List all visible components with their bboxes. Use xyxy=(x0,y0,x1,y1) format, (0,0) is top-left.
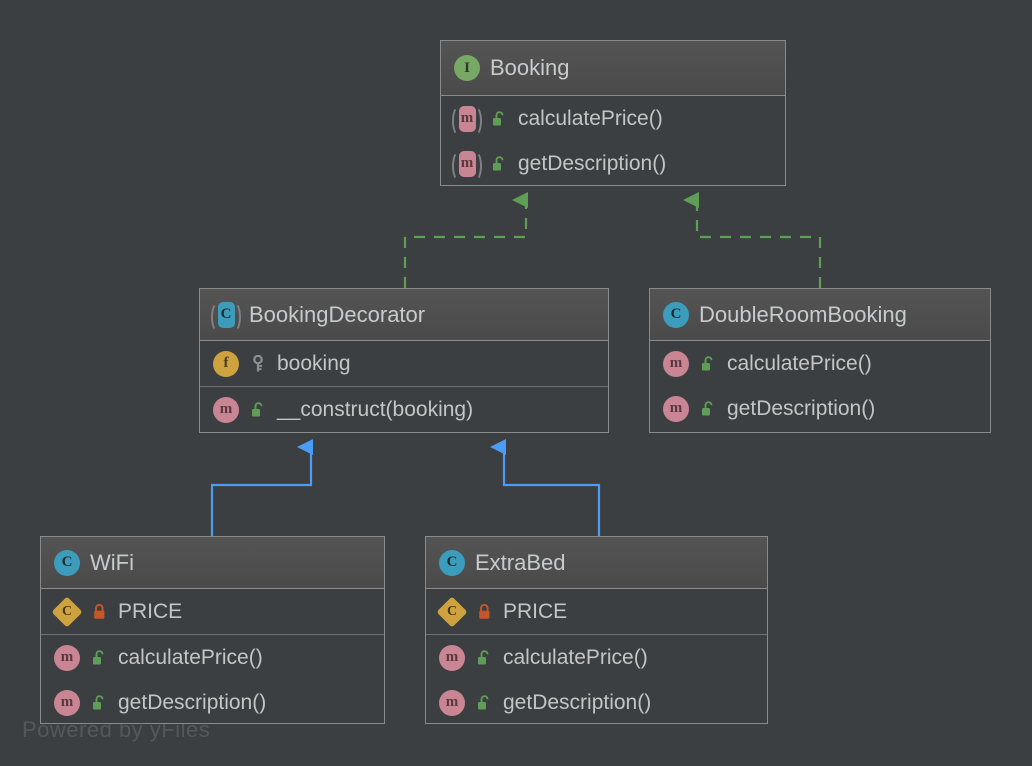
uml-class-header: I Booking xyxy=(441,41,785,96)
interface-icon: I xyxy=(453,54,481,82)
uml-member-label: getDescription() xyxy=(503,690,652,714)
unlock-icon xyxy=(489,152,509,176)
method-icon: m xyxy=(212,396,240,424)
uml-fields-section: f booking xyxy=(200,341,608,387)
edge-decorator-implements-booking xyxy=(403,192,528,288)
uml-class-name: Booking xyxy=(490,55,570,80)
method-icon: m xyxy=(438,689,466,717)
uml-member-label: PRICE xyxy=(118,599,183,623)
uml-constants-section: C PRICE xyxy=(426,589,767,635)
uml-member-row[interactable]: m calculatePrice() xyxy=(41,635,384,680)
method-icon: m xyxy=(53,644,81,672)
uml-constants-section: C PRICE xyxy=(41,589,384,635)
unlock-icon xyxy=(474,646,494,670)
unlock-icon xyxy=(474,691,494,715)
uml-member-label: getDescription() xyxy=(518,151,667,175)
uml-methods-section: m calculatePrice() m getDescription() xyxy=(41,635,384,725)
uml-class-name: DoubleRoomBooking xyxy=(699,301,907,327)
edge-wifi-extends-decorator xyxy=(210,439,313,536)
uml-class-header: C WiFi xyxy=(41,537,384,589)
uml-class-name: BookingDecorator xyxy=(249,301,426,327)
uml-class-name: ExtraBed xyxy=(475,549,566,575)
uml-class-name: WiFi xyxy=(90,549,134,575)
abstract-class-icon: C xyxy=(211,301,241,332)
uml-member-row[interactable]: f booking xyxy=(200,341,608,386)
uml-member-label: calculatePrice() xyxy=(727,351,872,375)
uml-class-wifi[interactable]: C WiFi C PRICE m xyxy=(40,536,385,724)
unlock-icon xyxy=(489,107,509,131)
uml-member-row[interactable]: m __construct(booking) xyxy=(200,387,608,432)
uml-class-booking-decorator[interactable]: C BookingDecorator f booking m xyxy=(199,288,609,433)
uml-member-row[interactable]: m calculatePrice() xyxy=(426,635,767,680)
uml-class-header: C BookingDecorator xyxy=(200,289,608,341)
uml-member-row[interactable]: m getDescription() xyxy=(441,141,785,186)
lock-icon xyxy=(474,600,494,624)
uml-member-row[interactable]: m getDescription() xyxy=(650,386,990,431)
constant-icon: C xyxy=(51,595,83,628)
uml-member-label: calculatePrice() xyxy=(118,645,263,669)
uml-member-label: __construct(booking) xyxy=(277,397,474,421)
class-icon: C xyxy=(53,549,81,577)
uml-member-row[interactable]: C PRICE xyxy=(41,589,384,634)
constant-icon: C xyxy=(436,595,468,628)
uml-member-label: getDescription() xyxy=(118,690,267,714)
edge-doubleroom-implements-booking xyxy=(683,192,822,288)
unlock-icon xyxy=(698,397,718,421)
uml-class-double-room-booking[interactable]: C DoubleRoomBooking m calculatePrice() m xyxy=(649,288,991,433)
uml-methods-section: m calculatePrice() m getDescription() xyxy=(426,635,767,725)
abstract-method-icon: m xyxy=(452,150,482,181)
uml-member-label: booking xyxy=(277,351,351,375)
method-icon: m xyxy=(662,350,690,378)
uml-member-label: PRICE xyxy=(503,599,568,623)
unlock-icon xyxy=(248,398,268,422)
uml-class-extra-bed[interactable]: C ExtraBed C PRICE m xyxy=(425,536,768,724)
class-icon: C xyxy=(438,549,466,577)
uml-class-booking[interactable]: I Booking m calculatePrice() m xyxy=(440,40,786,186)
unlock-icon xyxy=(89,646,109,670)
uml-methods-section: m calculatePrice() m getDescription() xyxy=(650,341,990,431)
uml-methods-section: m calculatePrice() m getDescription() xyxy=(441,96,785,186)
uml-class-header: C ExtraBed xyxy=(426,537,767,589)
uml-member-row[interactable]: m calculatePrice() xyxy=(650,341,990,386)
uml-member-label: calculatePrice() xyxy=(518,106,663,130)
key-icon xyxy=(248,352,268,376)
method-icon: m xyxy=(438,644,466,672)
lock-icon xyxy=(89,600,109,624)
uml-member-label: getDescription() xyxy=(727,396,876,420)
method-icon: m xyxy=(662,395,690,423)
unlock-icon xyxy=(698,352,718,376)
uml-member-label: calculatePrice() xyxy=(503,645,648,669)
uml-methods-section: m __construct(booking) xyxy=(200,387,608,432)
uml-class-header: C DoubleRoomBooking xyxy=(650,289,990,341)
uml-member-row[interactable]: m calculatePrice() xyxy=(441,96,785,141)
edge-extrabed-extends-decorator xyxy=(490,439,601,536)
uml-member-row[interactable]: m getDescription() xyxy=(41,680,384,725)
class-icon: C xyxy=(662,301,690,329)
uml-member-row[interactable]: C PRICE xyxy=(426,589,767,634)
abstract-method-icon: m xyxy=(452,105,482,136)
method-icon: m xyxy=(53,689,81,717)
uml-member-row[interactable]: m getDescription() xyxy=(426,680,767,725)
field-icon: f xyxy=(212,350,240,378)
unlock-icon xyxy=(89,691,109,715)
